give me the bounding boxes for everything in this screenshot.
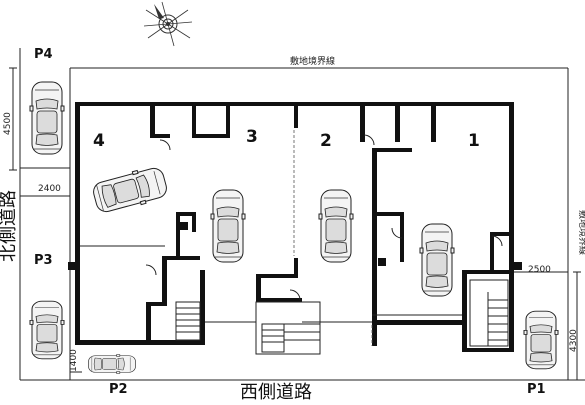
- compass-rose-icon: [143, 1, 193, 47]
- column-p1: [514, 262, 522, 270]
- staircase-right: [469, 279, 509, 347]
- boundary-label-right: 敷地境界線: [577, 210, 585, 255]
- column-unit4: [180, 222, 188, 230]
- boundary-label-top: 敷地境界線: [290, 55, 335, 67]
- column-p3: [68, 262, 76, 270]
- dimension-2400: 2400: [38, 184, 61, 194]
- staircase-left: [175, 301, 201, 341]
- road-label-west: 西側道路: [240, 382, 312, 403]
- dimension-2500: 2500: [528, 265, 551, 275]
- car-p1: [523, 310, 559, 370]
- unit-label-3: 3: [246, 127, 258, 147]
- dimension-4500: 4500: [3, 112, 13, 135]
- car-unit3: [210, 189, 246, 263]
- staircase-center: [255, 301, 321, 355]
- dimension-1400: 1400: [69, 349, 79, 372]
- unit-label-2: 2: [320, 131, 332, 151]
- car-unit4: [90, 163, 170, 217]
- parking-label-p4: P4: [34, 47, 53, 62]
- parking-label-p2: P2: [109, 382, 128, 397]
- car-unit1: [419, 223, 455, 297]
- column-unit1: [378, 258, 386, 266]
- parking-label-p1: P1: [527, 382, 546, 397]
- building-walls: [75, 102, 514, 352]
- car-p2: [88, 354, 136, 374]
- car-p4: [29, 81, 65, 155]
- car-unit2: [318, 189, 354, 263]
- dimension-4300: 4300: [569, 329, 579, 352]
- unit-label-1: 1: [468, 131, 480, 151]
- car-p3: [29, 300, 65, 360]
- parking-label-p3: P3: [34, 253, 53, 268]
- unit-label-4: 4: [93, 131, 105, 151]
- road-label-north: 北側道路: [0, 190, 19, 262]
